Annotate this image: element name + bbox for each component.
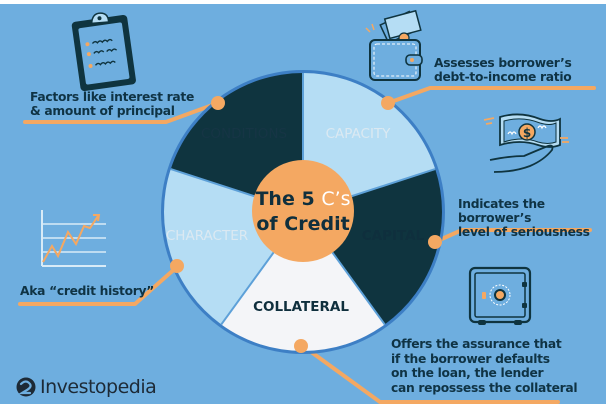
chart-icon xyxy=(41,210,106,267)
slice-label-collateral: COLLATERAL xyxy=(253,299,349,315)
description-collateral-line1: Offers the assurance that xyxy=(391,337,562,351)
description-character-line1: Aka “credit history” xyxy=(20,284,155,298)
center-title-line1: The 5 C’s xyxy=(255,188,350,210)
description-collateral: Offers the assurance that if the borrowe… xyxy=(391,337,578,395)
connector-dot-collateral xyxy=(294,339,308,353)
description-capital-line2: level of seriousness xyxy=(458,225,590,239)
description-capacity-line1: Assesses borrower’s xyxy=(434,56,572,70)
slice-label-character: CHARACTER xyxy=(166,228,248,244)
description-capacity-line2: debt-to-income ratio xyxy=(434,70,572,84)
description-collateral-line3: on the loan, the lender xyxy=(391,366,544,380)
wallet-icon xyxy=(365,9,423,81)
investopedia-logo-text: Investopedia xyxy=(40,376,157,398)
slice-label-capital: CAPITAL xyxy=(362,228,425,244)
description-capital-line1: Indicates the borrower’s xyxy=(458,197,545,225)
connector-character xyxy=(18,264,180,306)
slice-label-conditions: CONDITIONS xyxy=(201,126,287,142)
clipboard-icon xyxy=(71,12,136,92)
description-conditions-line1: Factors like interest rate xyxy=(30,90,195,104)
money-hand-icon: $ xyxy=(483,113,569,173)
description-capacity: Assesses borrower’s debt-to-income ratio xyxy=(434,56,572,84)
connector-dot-conditions xyxy=(211,96,225,110)
description-character: Aka “credit history” xyxy=(20,284,154,298)
investopedia-logo-icon xyxy=(16,377,36,397)
connector-collateral xyxy=(301,344,560,404)
center-circle xyxy=(252,160,354,262)
description-collateral-line4: can repossess the collateral xyxy=(391,380,578,395)
connector-conditions xyxy=(23,101,220,124)
description-collateral-line2: if the borrower defaults xyxy=(391,351,550,366)
pie-slice-capital xyxy=(221,212,385,351)
connector-dot-character xyxy=(170,259,184,273)
connector-capital xyxy=(433,228,592,244)
five-cs-diagram: The 5 C’s of Credit CONDITIONS CAPACITY … xyxy=(18,9,596,404)
slice-label-capacity: CAPACITY xyxy=(326,126,392,142)
investopedia-logo: Investopedia xyxy=(16,376,157,398)
connector-capacity xyxy=(386,86,596,105)
svg-text:$: $ xyxy=(523,126,531,140)
connector-dot-capacity xyxy=(381,96,395,110)
connector-dot-capital xyxy=(428,235,442,249)
safe-icon xyxy=(468,266,532,325)
description-conditions-line2: & amount of principal xyxy=(30,104,175,118)
center-title-line2: of Credit xyxy=(256,213,349,235)
description-conditions: Factors like interest rate & amount of p… xyxy=(30,90,194,118)
description-capital: Indicates the borrower’s level of seriou… xyxy=(458,197,606,239)
infographic: The 5 C’s of Credit CONDITIONS CAPACITY … xyxy=(0,4,606,404)
